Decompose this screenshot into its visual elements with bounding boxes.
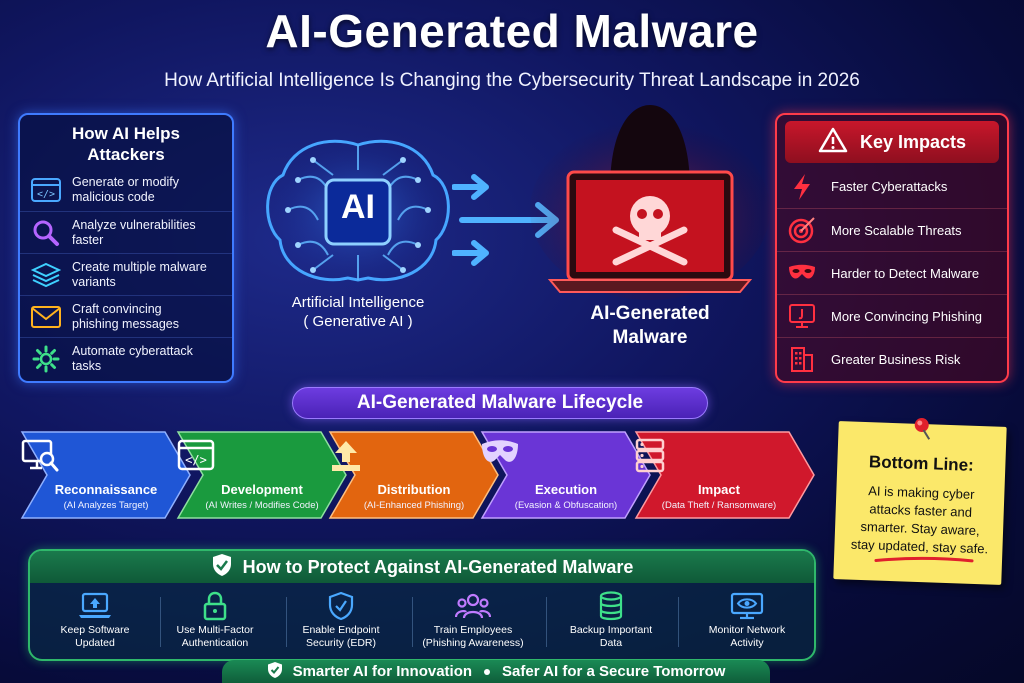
how-ai-helps-panel: How AI Helps Attackers </> Generate or m… (18, 113, 234, 383)
svg-text:</>: </> (185, 453, 207, 467)
list-item: Faster Cyberattacks (777, 165, 1007, 208)
page-title: AI-Generated Malware (265, 5, 759, 57)
warning-icon (818, 127, 848, 158)
chevron-shape (20, 431, 191, 519)
phishing-monitor-icon (787, 301, 817, 331)
key-impacts-header: Key Impacts (785, 121, 999, 163)
lifecycle-stage-development: </> Development (AI Writes / Modifies Co… (176, 430, 348, 520)
magnifier-icon (30, 219, 62, 247)
footer-separator (484, 668, 491, 675)
database-icon (546, 591, 676, 621)
hacker-laptop-icon (530, 100, 770, 300)
list-item: Harder to Detect Malware (777, 251, 1007, 294)
list-item: More Scalable Threats (777, 208, 1007, 251)
lifecycle-banner: AI-Generated Malware Lifecycle (292, 387, 708, 419)
shield-check-icon (276, 591, 406, 621)
envelope-icon (30, 303, 62, 331)
lifecycle-stage-impact: Impact (Data Theft / Ransomware) (634, 430, 816, 520)
note-text: AI is making cyber attacks faster and sm… (850, 483, 989, 557)
lifecycle-stage-distribution: Distribution (AI-Enhanced Phishing) (328, 430, 500, 520)
layers-icon (30, 261, 62, 289)
malware-label: AI-Generated Malware (590, 303, 710, 348)
footer-banner: Smarter AI for Innovation Safer AI for a… (222, 660, 770, 683)
eye-monitor-icon (682, 591, 812, 621)
list-item: More Convincing Phishing (777, 294, 1007, 337)
lightning-icon (787, 172, 817, 202)
how-ai-helps-title: How AI Helps Attackers (72, 124, 180, 164)
list-item: Greater Business Risk (777, 337, 1007, 380)
shield-icon (267, 661, 283, 683)
pushpin-icon (910, 416, 937, 448)
divider (412, 597, 413, 647)
divider (286, 597, 287, 647)
laptop-update-icon (30, 591, 160, 621)
padlock-icon (150, 591, 280, 621)
divider (678, 597, 679, 647)
bottom-line-note: Bottom Line: AI is making cyber attacks … (833, 418, 1007, 585)
ai-chip-label: AI (341, 188, 375, 226)
chevron-shape (328, 431, 499, 519)
protect-item-training: Train Employees(Phishing Awareness) (408, 591, 538, 655)
mask-icon (787, 258, 817, 288)
lifecycle-stage-reconnaissance: Reconnaissance (AI Analyzes Target) (20, 430, 192, 520)
protect-panel: How to Protect Against AI-Generated Malw… (28, 549, 816, 661)
chevron-shape (176, 431, 347, 519)
ai-brain-icon: AI (258, 130, 458, 295)
key-impacts-panel: Key Impacts Faster Cyberattacks More Sca… (775, 113, 1009, 383)
arrows-icon (451, 165, 572, 275)
building-icon (787, 344, 817, 374)
svg-text:</>: </> (37, 189, 55, 200)
shield-check-icon (211, 553, 233, 582)
divider (160, 597, 161, 647)
gear-icon (30, 345, 62, 373)
protect-header: How to Protect Against AI-Generated Malw… (30, 551, 814, 583)
target-icon (787, 215, 817, 245)
chevron-shape (480, 431, 651, 519)
red-underline (874, 550, 975, 571)
divider (546, 597, 547, 647)
ai-label: Artificial Intelligence ( Generative AI … (291, 294, 425, 330)
lifecycle-stage-execution: Execution (Evasion & Obfuscation) (480, 430, 652, 520)
page-subtitle: How Artificial Intelligence Is Changing … (164, 70, 860, 91)
code-window-icon: </> (30, 176, 62, 204)
chevron-shape (634, 431, 815, 519)
people-icon (408, 591, 538, 621)
